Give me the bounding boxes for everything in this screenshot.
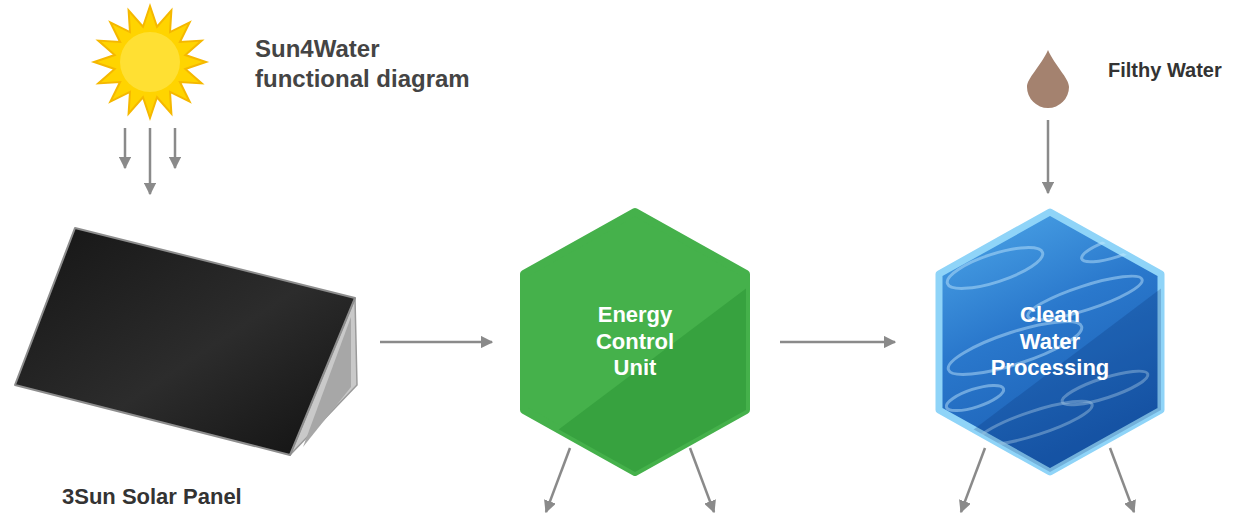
sunlight-arrow [149, 128, 152, 194]
output-arrow [1110, 448, 1134, 512]
node-label: 3Sun Solar Panel [62, 484, 242, 510]
water-ripple [944, 380, 1007, 416]
water-ripple [943, 239, 1047, 297]
sunlight-arrow [124, 128, 127, 168]
sunlight-arrow [174, 128, 177, 168]
node-text: Energy Control Unit [574, 302, 696, 381]
output-arrow [961, 448, 985, 512]
node-label: Energy Control Unit [520, 208, 750, 476]
flow-arrow [1047, 120, 1050, 193]
flow-arrow [780, 341, 895, 344]
water-source: Filthy Water [1025, 48, 1071, 108]
solar-panel: 3Sun Solar Panel [15, 225, 370, 460]
water-drop [1027, 50, 1069, 108]
node-outline [15, 225, 370, 460]
sun-symbol [94, 6, 206, 118]
flow-arrow [380, 341, 492, 344]
node-label: Clean Water Processing [935, 208, 1165, 476]
hexagon-shade [965, 278, 1175, 488]
output-arrow [546, 448, 570, 512]
node-outline [1025, 48, 1071, 108]
sun-core [120, 32, 180, 92]
output-arrow [690, 448, 714, 512]
diagram-title: Sun4Water functional diagram [255, 34, 483, 94]
water-ripple [1079, 229, 1151, 268]
process-hexagon: Clean Water Processing [935, 208, 1165, 476]
solar-panel-face [15, 228, 355, 455]
process-hexagon: Energy Control Unit [520, 208, 750, 476]
hexagon-shade [550, 278, 760, 488]
node-text: Clean Water Processing [989, 302, 1111, 381]
node-label: Filthy Water [1108, 58, 1222, 82]
